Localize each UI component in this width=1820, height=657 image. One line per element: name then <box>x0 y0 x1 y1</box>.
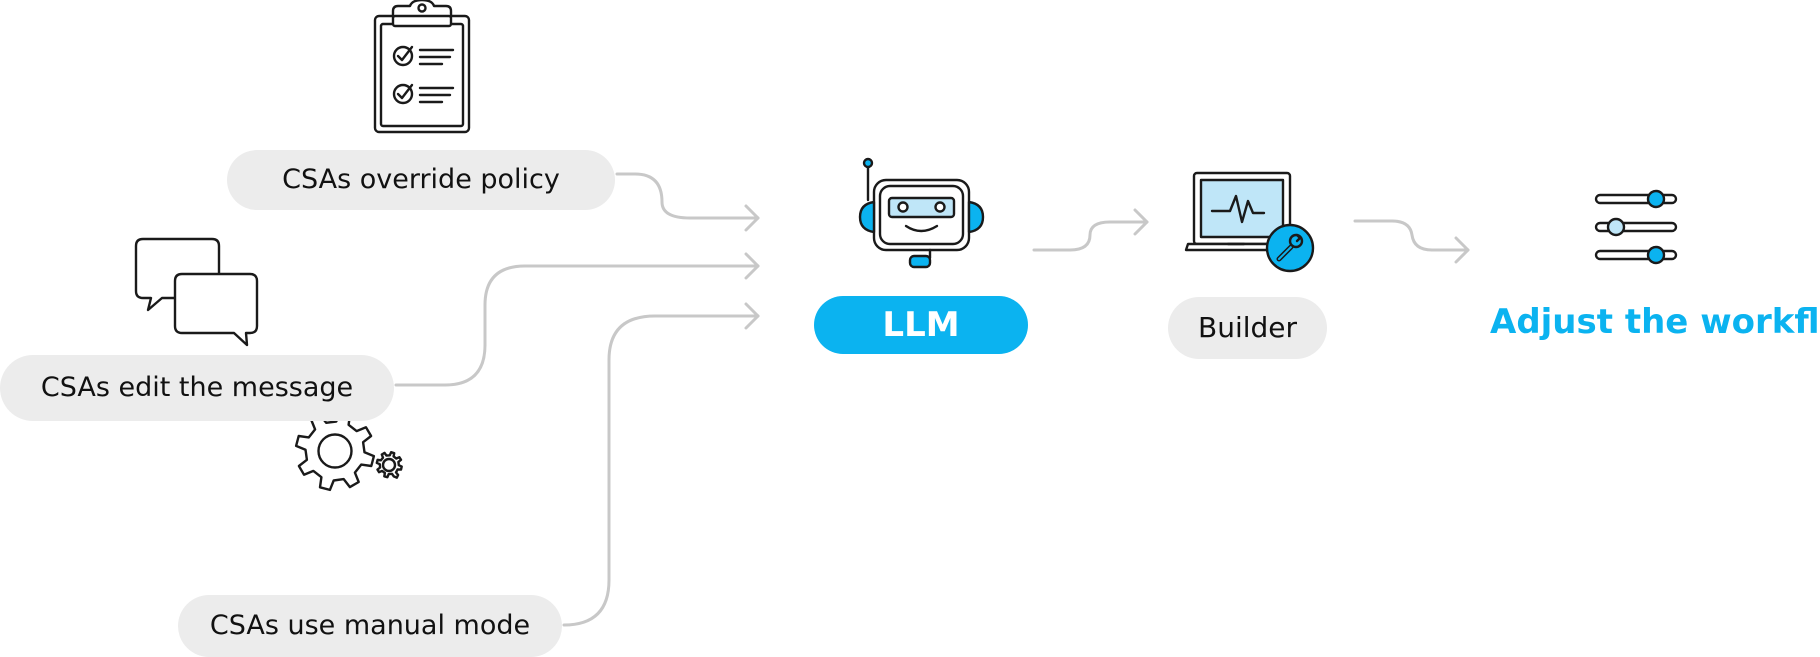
builder-label: Builder <box>1168 297 1327 359</box>
clipboard-checklist-icon <box>373 0 471 134</box>
connector-manual-to-llm <box>562 314 760 627</box>
connector-edit-to-llm <box>394 264 760 387</box>
slider-knob-3 <box>1646 245 1666 265</box>
input-manual-mode-label: CSAs use manual mode <box>178 595 562 657</box>
arrowhead-edit <box>744 252 760 280</box>
arrowhead-result <box>1454 236 1470 264</box>
result-label: Adjust the workflow <box>1490 302 1820 342</box>
slider-knob-1 <box>1646 189 1666 209</box>
robot-headset-icon <box>858 157 985 269</box>
input-override-policy-label: CSAs override policy <box>227 150 615 210</box>
chat-bubbles-icon <box>134 237 259 347</box>
llm-label: LLM <box>814 296 1028 354</box>
slider-knob-2 <box>1606 217 1626 237</box>
gears-icon <box>294 410 403 492</box>
input-edit-message-label: CSAs edit the message <box>0 355 394 421</box>
laptop-wrench-icon <box>1184 171 1315 273</box>
arrowhead-builder <box>1133 208 1149 236</box>
sliders-icon <box>1594 189 1678 265</box>
connector-override-to-llm <box>615 172 760 220</box>
arrowhead-override <box>744 204 760 232</box>
connector-builder-to-result <box>1353 219 1470 252</box>
connector-llm-to-builder <box>1032 220 1149 252</box>
arrowhead-manual <box>744 302 760 330</box>
connectors <box>394 172 1470 627</box>
